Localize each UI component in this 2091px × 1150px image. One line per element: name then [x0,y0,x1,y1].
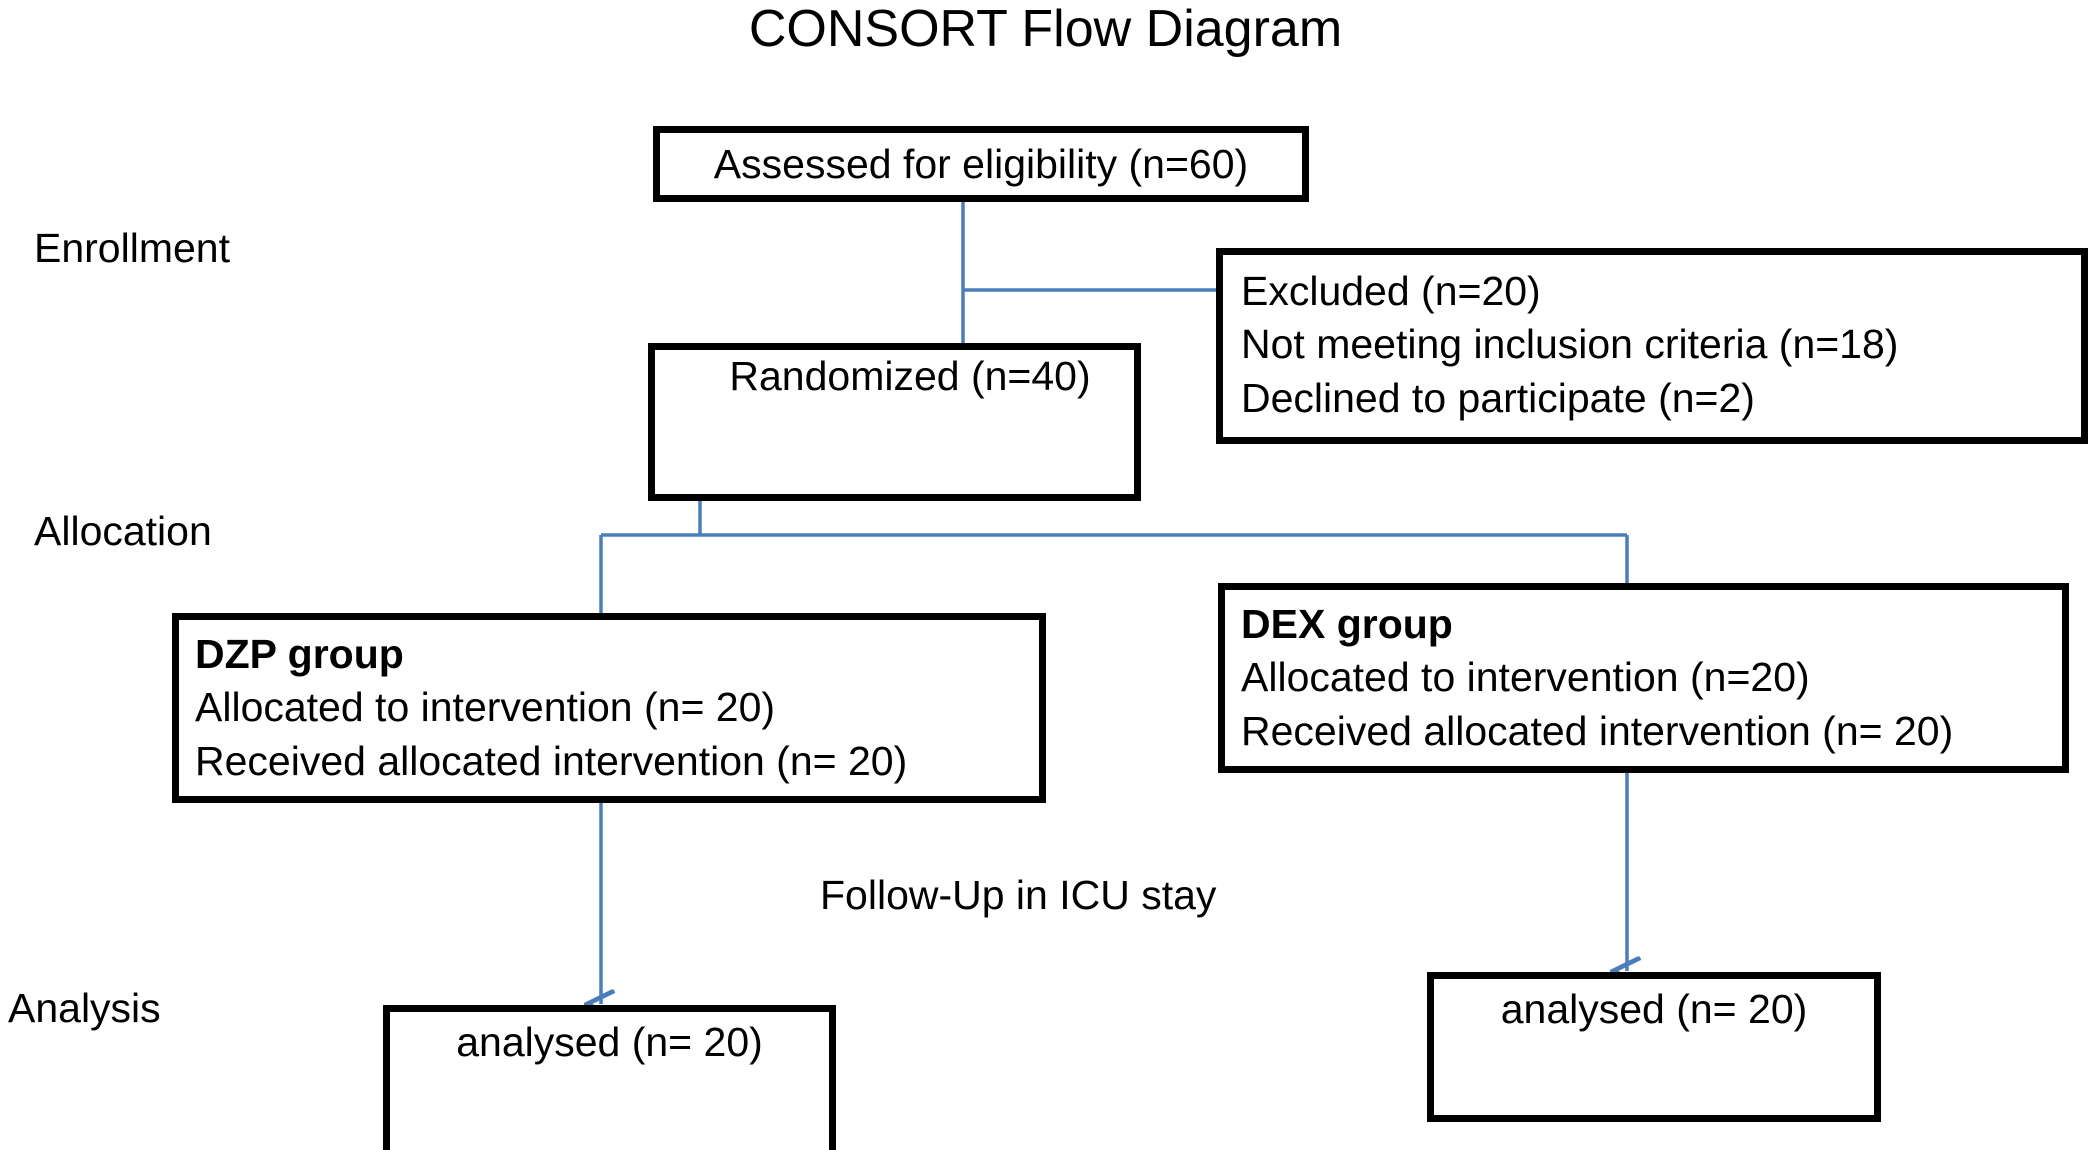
node-dex-line-1: Allocated to intervention (n=20) [1241,654,1810,701]
followup-note: Follow-Up in ICU stay [820,872,1217,918]
node-analysed-dzp: analysed (n= 20) [383,1005,836,1150]
node-dex-group: DEX group Allocated to intervention (n=2… [1218,583,2069,773]
node-dzp-line-1: Allocated to intervention (n= 20) [195,684,776,731]
node-randomized-text: Randomized (n=40) [729,353,1091,399]
page-title: CONSORT Flow Diagram [748,0,1343,58]
node-dex-line-2: Received allocated intervention (n= 20) [1241,707,1954,754]
node-analysed-dex: analysed (n= 20) [1427,972,1881,1122]
node-dzp-group: DZP group Allocated to intervention (n= … [172,613,1046,803]
node-dex-heading: DEX group [1241,601,1453,647]
stage-label-enrollment: Enrollment [34,225,230,271]
node-analysed-dex-text: analysed (n= 20) [1500,986,1808,1032]
node-assessed-text: Assessed for eligibility (n=60) [713,140,1249,187]
stage-label-allocation: Allocation [34,508,212,554]
node-excluded-line-2: Not meeting inclusion criteria (n=18) [1241,321,1899,368]
node-excluded-line-3: Declined to participate (n=2) [1241,374,1755,421]
node-assessed-for-eligibility: Assessed for eligibility (n=60) [653,126,1309,202]
node-excluded-line-1: Excluded (n=20) [1241,268,1541,314]
node-dzp-heading: DZP group [195,631,404,677]
node-randomized: Randomized (n=40) [648,343,1141,501]
node-excluded: Excluded (n=20) Not meeting inclusion cr… [1216,248,2088,444]
node-dzp-line-2: Received allocated intervention (n= 20) [195,737,908,784]
node-analysed-dzp-text: analysed (n= 20) [456,1019,763,1065]
stage-label-analysis: Analysis [8,985,161,1031]
